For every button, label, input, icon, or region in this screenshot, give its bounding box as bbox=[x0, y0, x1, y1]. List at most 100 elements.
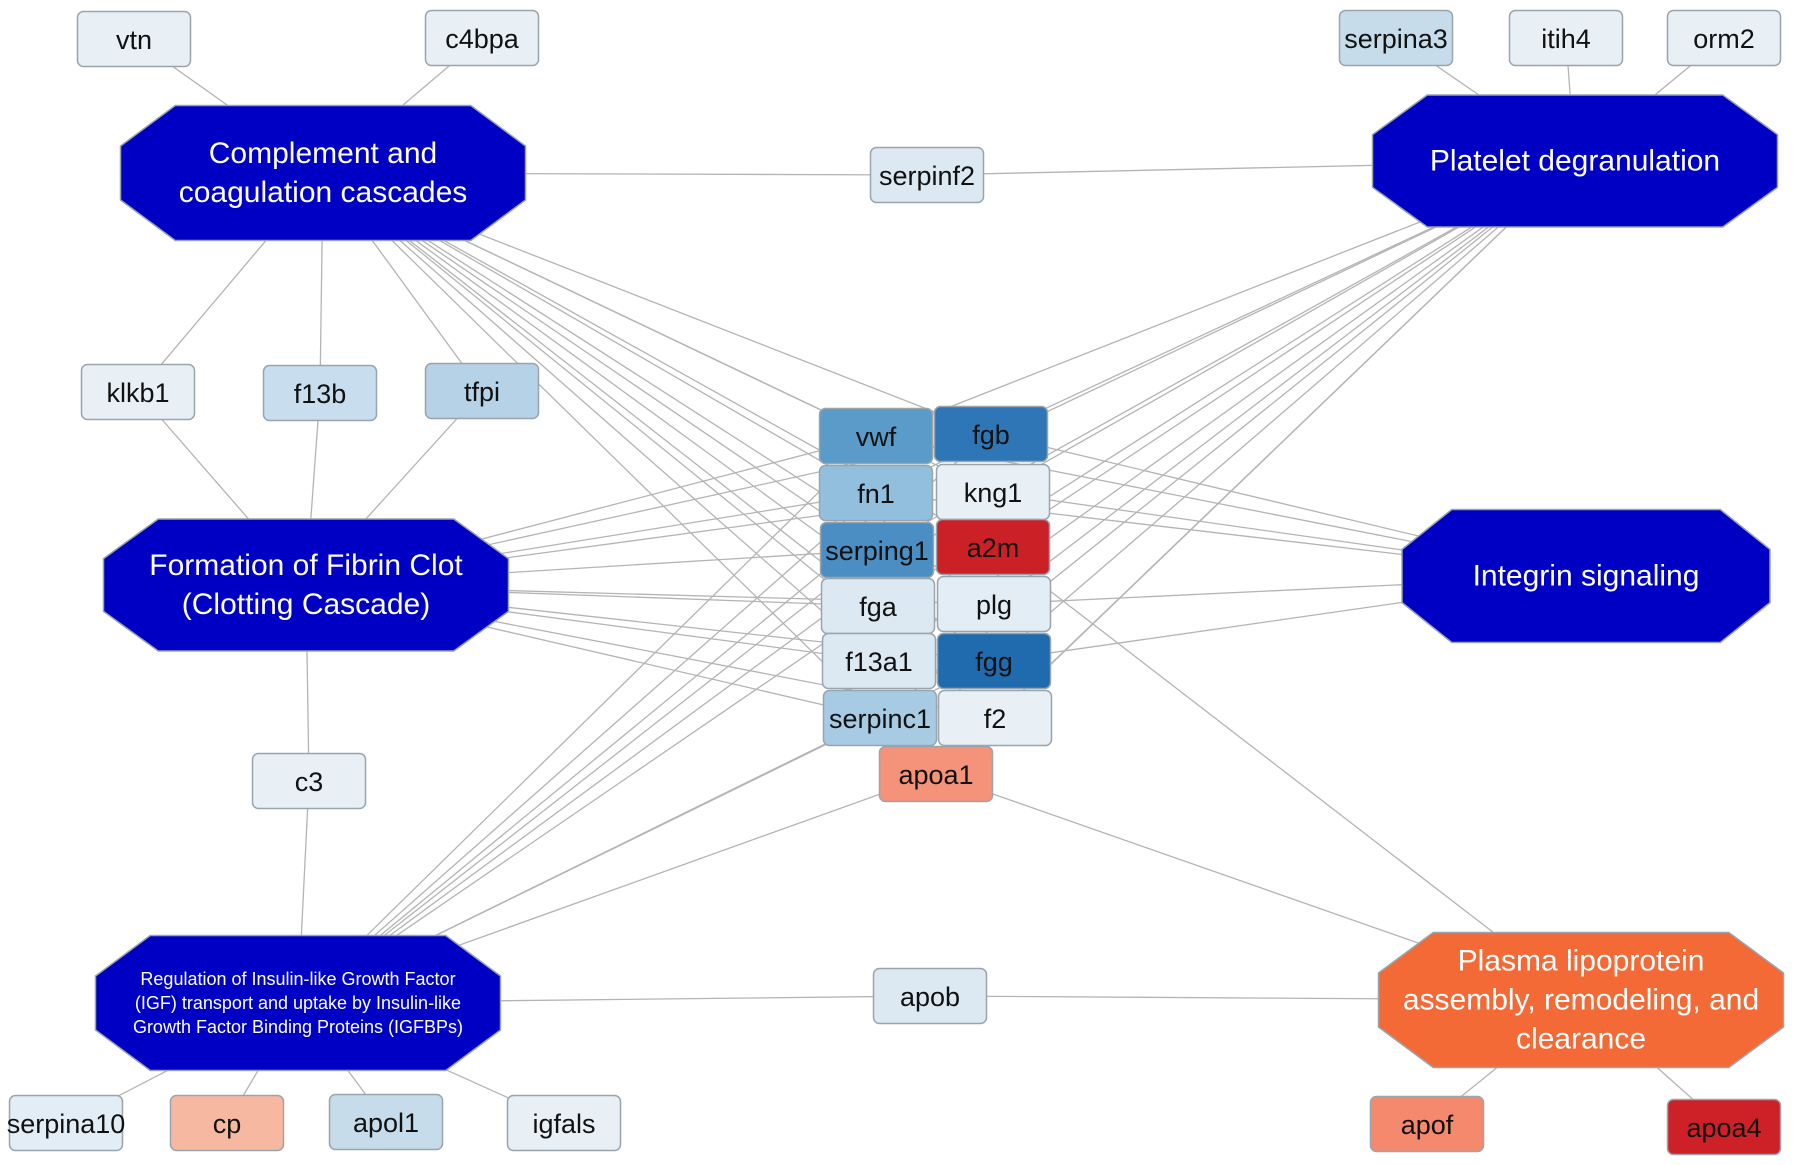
gene-node-fga: fga bbox=[820, 577, 936, 635]
gene-label: f13a1 bbox=[845, 647, 913, 677]
gene-label: serpina10 bbox=[7, 1109, 126, 1139]
gene-label: itih4 bbox=[1541, 24, 1591, 54]
gene-label: kng1 bbox=[964, 478, 1023, 508]
gene-box bbox=[872, 967, 988, 1025]
edge-complement-serpinc1 bbox=[322, 172, 881, 719]
pathway-label-line: (Clotting Cascade) bbox=[182, 588, 430, 621]
pathway-label-line: Platelet degranulation bbox=[1430, 145, 1720, 178]
gene-node-serpinf2: serpinf2 bbox=[869, 146, 985, 204]
gene-node-itih4: itih4 bbox=[1508, 9, 1624, 67]
edge-platelet-fgg bbox=[993, 160, 1576, 662]
gene-node-f2: f2 bbox=[937, 689, 1053, 747]
gene-label: plg bbox=[976, 590, 1012, 620]
gene-box bbox=[822, 689, 938, 747]
edge-complement-fga bbox=[322, 172, 879, 607]
pathway-node-igf: Regulation of Insulin-like Growth Factor… bbox=[94, 934, 502, 1072]
gene-box bbox=[1666, 1098, 1782, 1156]
gene-box bbox=[506, 1094, 622, 1152]
gene-label: serpina3 bbox=[1344, 24, 1448, 54]
gene-node-fgg: fgg bbox=[936, 632, 1052, 690]
gene-label: klkb1 bbox=[106, 378, 169, 408]
pathway-shape bbox=[1371, 94, 1779, 228]
gene-node-tfpi: tfpi bbox=[424, 362, 540, 420]
pathway-shape bbox=[119, 104, 527, 242]
gene-box bbox=[818, 407, 934, 465]
gene-box bbox=[936, 575, 1052, 633]
gene-node-serpinc1: serpinc1 bbox=[822, 689, 938, 747]
gene-box bbox=[1508, 9, 1624, 67]
gene-box bbox=[935, 518, 1051, 576]
pathway-label-line: Integrin signaling bbox=[1473, 560, 1700, 593]
pathway-node-platelet: Platelet degranulation bbox=[1371, 94, 1779, 228]
gene-label: c3 bbox=[295, 767, 324, 797]
gene-label: apob bbox=[900, 982, 960, 1012]
gene-node-apof: apof bbox=[1369, 1095, 1485, 1153]
gene-node-f13a1: f13a1 bbox=[821, 632, 937, 690]
pathway-label-line: clearance bbox=[1516, 1023, 1646, 1056]
pathway-label-line: Plasma lipoprotein bbox=[1458, 945, 1705, 978]
pathway-shape bbox=[94, 934, 502, 1072]
gene-node-apol1: apol1 bbox=[328, 1093, 444, 1151]
pathway-label-line: (IGF) transport and uptake by Insulin-li… bbox=[135, 993, 461, 1013]
pathway-label-line: Formation of Fibrin Clot bbox=[149, 549, 463, 582]
gene-box bbox=[424, 9, 540, 67]
gene-box bbox=[80, 363, 196, 421]
gene-box bbox=[424, 362, 540, 420]
gene-node-vtn: vtn bbox=[76, 10, 192, 68]
gene-label: fga bbox=[859, 592, 898, 622]
gene-box bbox=[937, 689, 1053, 747]
gene-node-plg: plg bbox=[936, 575, 1052, 633]
edge-igf-serping1 bbox=[297, 549, 878, 1004]
gene-node-a2m: a2m bbox=[935, 518, 1051, 576]
gene-box bbox=[869, 146, 985, 204]
gene-label: a2m bbox=[967, 533, 1020, 563]
pathway-label-line: Complement and bbox=[209, 137, 437, 170]
gene-node-serpina10: serpina10 bbox=[7, 1094, 126, 1152]
pathway-layer: Complement and coagulation cascades Platel… bbox=[94, 94, 1785, 1072]
pathway-node-fibrin: Formation of Fibrin Clot (Clotting Cascad… bbox=[102, 518, 510, 652]
edge-igf-fn1 bbox=[297, 492, 877, 1004]
pathway-label-line: Regulation of Insulin-like Growth Factor bbox=[140, 969, 455, 989]
gene-node-kng1: kng1 bbox=[935, 463, 1051, 521]
gene-box bbox=[936, 632, 1052, 690]
pathway-label-line: assembly, remodeling, and bbox=[1403, 984, 1759, 1017]
gene-label: apoa1 bbox=[898, 760, 973, 790]
pathway-shape bbox=[1401, 508, 1771, 644]
gene-box bbox=[251, 752, 367, 810]
gene-label: apof bbox=[1401, 1110, 1454, 1140]
gene-box bbox=[1369, 1095, 1485, 1153]
pathway-label-line: coagulation cascades bbox=[179, 176, 468, 209]
gene-node-klkb1: klkb1 bbox=[80, 363, 196, 421]
gene-box bbox=[818, 464, 934, 522]
pathway-shape bbox=[1377, 931, 1785, 1069]
gene-node-apoa4: apoa4 bbox=[1666, 1098, 1782, 1156]
gene-box bbox=[821, 632, 937, 690]
gene-node-apoa1: apoa1 bbox=[878, 745, 994, 803]
edge-igf-vwf bbox=[297, 435, 877, 1004]
edge-platelet-plg bbox=[993, 160, 1576, 605]
pathway-node-complement: Complement and coagulation cascades bbox=[119, 104, 527, 242]
gene-label: igfals bbox=[532, 1109, 595, 1139]
gene-node-c4bpa: c4bpa bbox=[424, 9, 540, 67]
gene-label: vtn bbox=[116, 25, 152, 55]
gene-node-c3: c3 bbox=[251, 752, 367, 810]
gene-box bbox=[8, 1094, 124, 1152]
gene-label: f2 bbox=[984, 704, 1007, 734]
gene-label: apoa4 bbox=[1686, 1113, 1761, 1143]
gene-label: serpinf2 bbox=[879, 161, 975, 191]
gene-label: apol1 bbox=[353, 1108, 419, 1138]
pathway-shape bbox=[102, 518, 510, 652]
edge-lipo-a2m bbox=[992, 546, 1582, 1001]
gene-label: f13b bbox=[294, 379, 347, 409]
gene-box bbox=[169, 1094, 285, 1152]
gene-box bbox=[933, 405, 1049, 463]
gene-node-fn1: fn1 bbox=[818, 464, 934, 522]
gene-node-f13b: f13b bbox=[262, 364, 378, 422]
gene-node-serpina3: serpina3 bbox=[1338, 9, 1454, 67]
gene-box bbox=[328, 1093, 444, 1151]
gene-label: serping1 bbox=[825, 536, 929, 566]
gene-label: fgg bbox=[975, 647, 1013, 677]
edge-complement-f13a1 bbox=[322, 172, 880, 662]
pathway-label-line: Growth Factor Binding Proteins (IGFBPs) bbox=[133, 1017, 463, 1037]
gene-box bbox=[76, 10, 192, 68]
